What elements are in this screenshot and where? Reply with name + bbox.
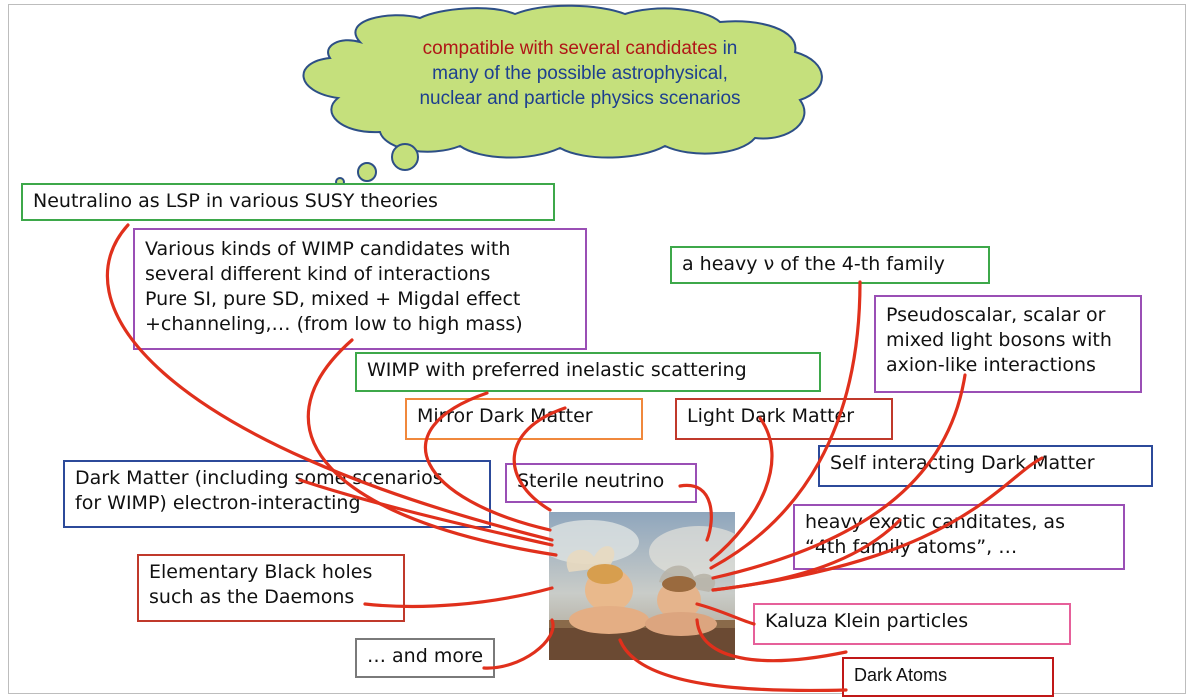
curve-light bbox=[709, 416, 774, 562]
label-heavy-exotic: heavy exotic canditates, as “4th family … bbox=[793, 504, 1125, 570]
curve-wimp bbox=[306, 338, 558, 557]
label-sterile-neutrino: Sterile neutrino bbox=[505, 463, 697, 503]
curve-mirror bbox=[512, 406, 567, 512]
curve-heavy-nu bbox=[709, 280, 862, 570]
cloud-text-line-2: many of the possible astrophysical, bbox=[432, 63, 728, 84]
thought-bubble-large bbox=[391, 143, 419, 171]
curve-black-holes bbox=[363, 586, 554, 609]
thought-bubble-medium bbox=[357, 162, 377, 182]
cloud-text: compatible with several candidates in ma… bbox=[355, 36, 805, 111]
label-dm-electron-interacting: Dark Matter (including some scenarios fo… bbox=[63, 460, 491, 528]
curve-heavy-exotic bbox=[711, 518, 902, 592]
label-light-dark-matter: Light Dark Matter bbox=[675, 398, 893, 440]
label-black-holes: Elementary Black holes such as the Daemo… bbox=[137, 554, 405, 622]
cloud-text-in: in bbox=[717, 38, 738, 59]
label-and-more: … and more bbox=[355, 638, 495, 678]
curve-dm-electron bbox=[298, 478, 554, 547]
cloud-shape bbox=[302, 4, 823, 159]
cloud-text-line-3: nuclear and particle physics scenarios bbox=[419, 88, 741, 109]
label-self-interacting: Self interacting Dark Matter bbox=[818, 445, 1153, 487]
curve-dark-atoms-1 bbox=[695, 618, 848, 663]
curve-sterile bbox=[678, 483, 713, 542]
label-pseudoscalar: Pseudoscalar, scalar or mixed light boso… bbox=[874, 295, 1142, 393]
label-wimp-candidates: Various kinds of WIMP candidates with se… bbox=[133, 228, 587, 350]
label-dark-atoms: Dark Atoms bbox=[842, 657, 1054, 697]
curve-self-interacting bbox=[711, 456, 1044, 592]
curve-pseudoscalar bbox=[711, 373, 967, 580]
curve-neutralino bbox=[105, 223, 554, 542]
curve-and-more bbox=[482, 618, 555, 670]
label-kaluza-klein: Kaluza Klein particles bbox=[753, 603, 1071, 645]
label-heavy-neutrino: a heavy ν of the 4-th family bbox=[670, 246, 990, 284]
label-wimp-inelastic: WIMP with preferred inelastic scattering bbox=[355, 352, 821, 392]
label-neutralino: Neutralino as LSP in various SUSY theori… bbox=[21, 183, 555, 221]
curve-kaluza bbox=[695, 602, 756, 626]
curve-dark-atoms-2 bbox=[618, 638, 848, 693]
label-mirror-dark-matter: Mirror Dark Matter bbox=[405, 398, 643, 440]
cloud-text-red: compatible with several candidates bbox=[422, 38, 718, 59]
curve-wimp-inelastic bbox=[424, 391, 552, 532]
